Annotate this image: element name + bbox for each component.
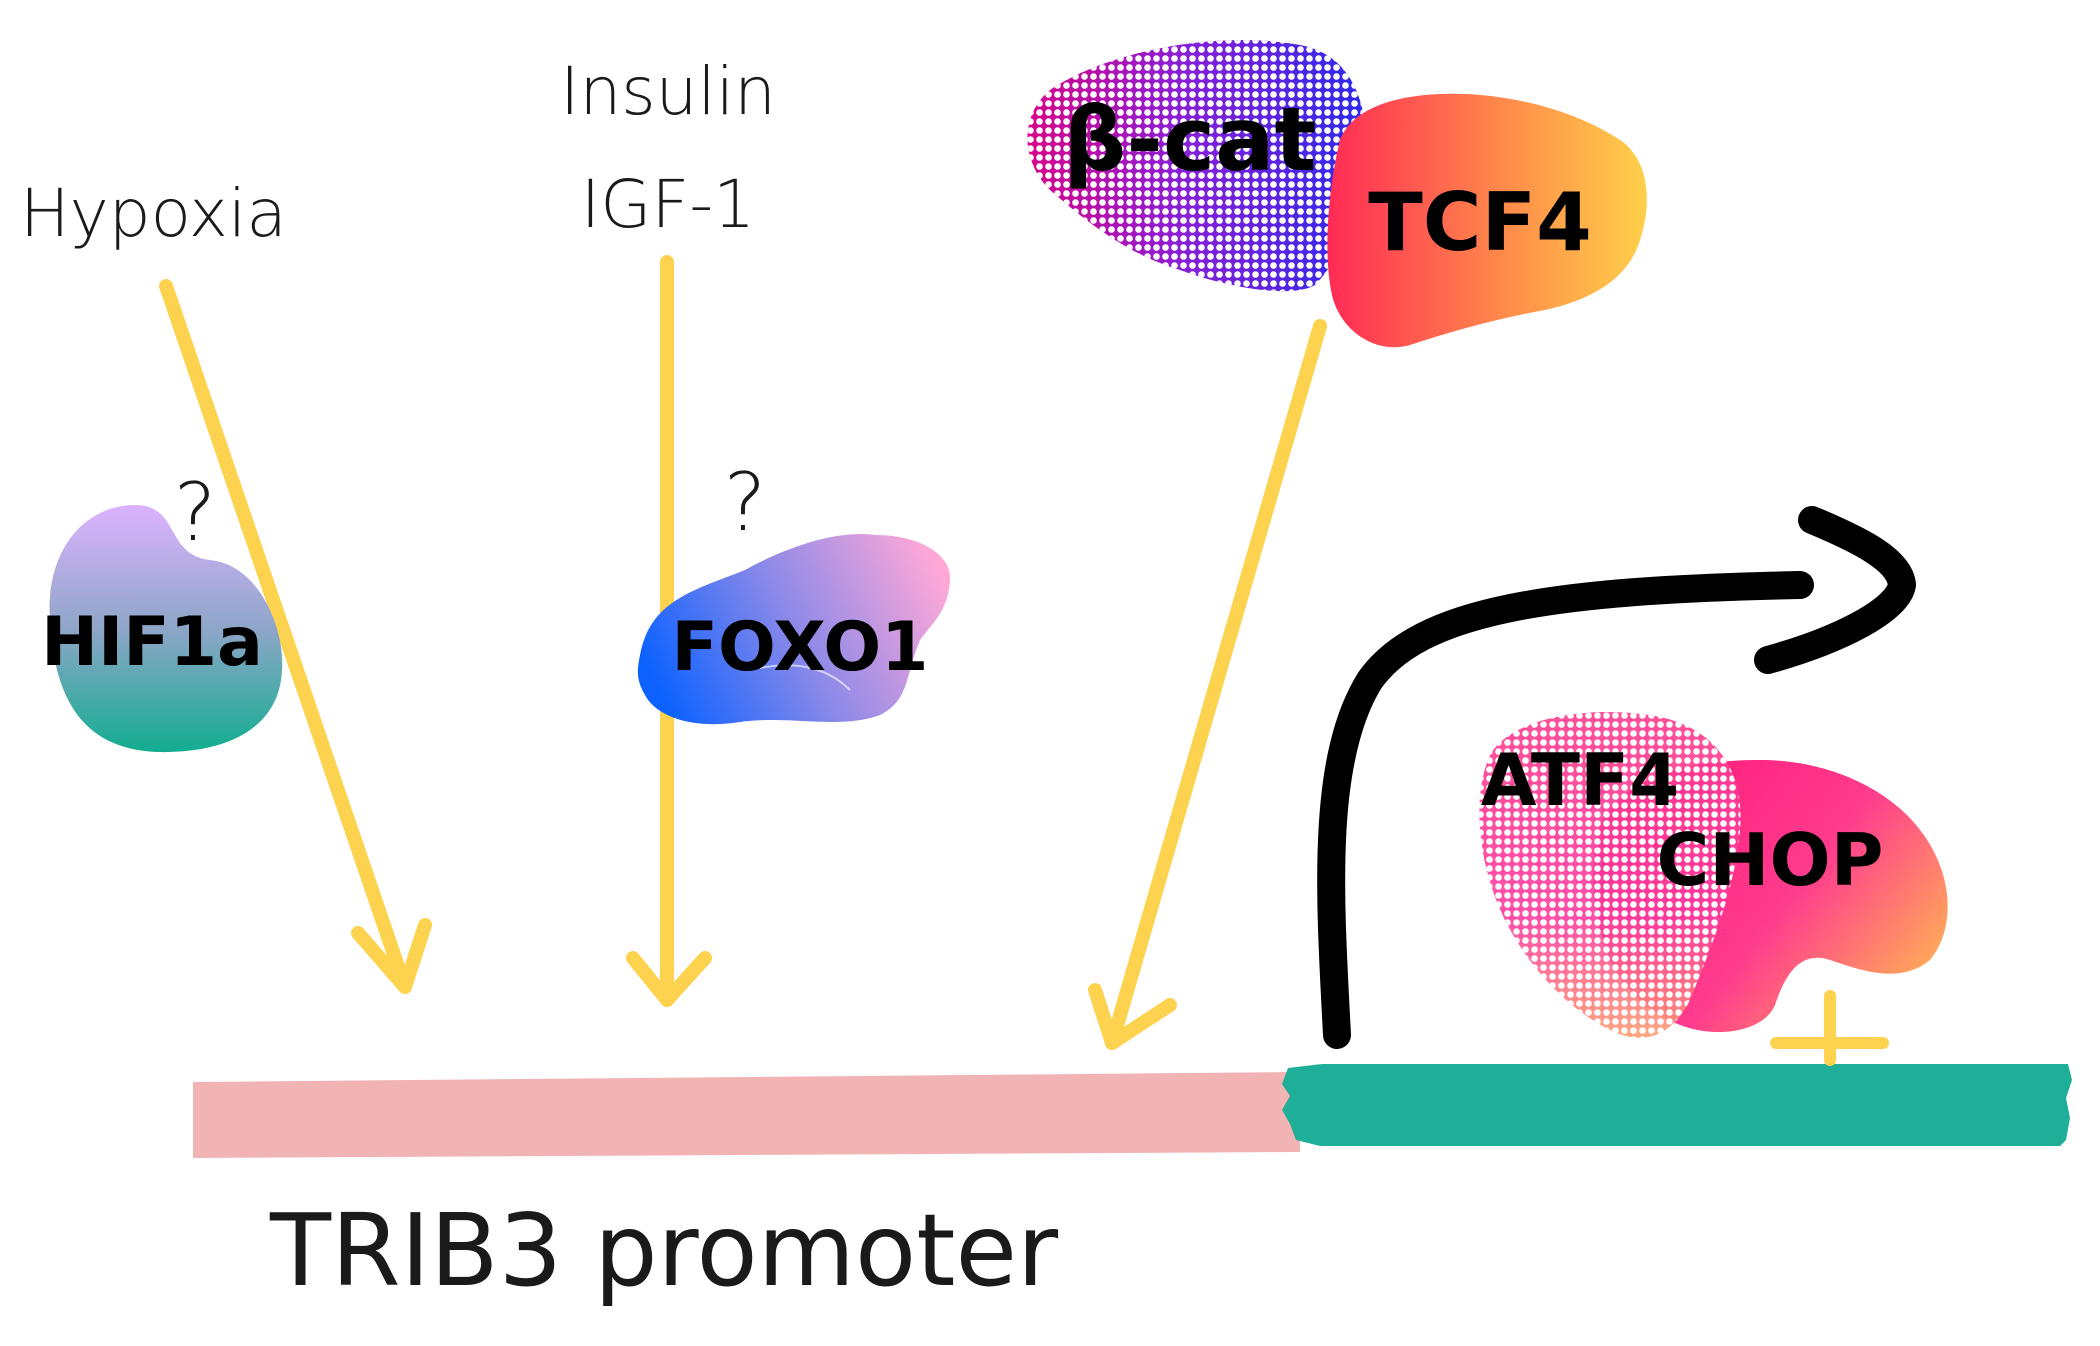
tcf4-blob — [1327, 93, 1647, 348]
promoter-core-bar — [1282, 1064, 2072, 1146]
atf4-blob — [1460, 700, 1760, 1060]
foxo1-blob — [637, 534, 951, 725]
promoter-upstream-bar — [193, 1072, 1300, 1158]
beta-cat-blob — [1000, 20, 1400, 320]
hif1a-blob — [49, 505, 283, 753]
igf1-label: IGF-1 — [581, 166, 755, 243]
hypoxia-arrow — [159, 279, 432, 994]
insulin-label: Insulin — [560, 53, 776, 130]
atf4-label: ATF4 — [1481, 738, 1680, 822]
chop-label: CHOP — [1656, 818, 1883, 902]
foxo1-label: FOXO1 — [672, 608, 929, 687]
plus-sign — [1770, 990, 1889, 1066]
hif1a-label: HIF1a — [41, 603, 263, 682]
hypoxia-label: Hypoxia — [20, 175, 287, 252]
promoter-label: TRIB3 promoter — [269, 1192, 1059, 1309]
foxo1-question-mark: ? — [724, 456, 766, 549]
hif1a-question-mark: ? — [174, 466, 216, 559]
tcf4-label: TCF4 — [1368, 176, 1592, 269]
beta-cat-label: β-cat — [1063, 88, 1316, 191]
transcription-start-arrow — [1317, 506, 1916, 1049]
tcf4-arrow — [1088, 319, 1327, 1050]
